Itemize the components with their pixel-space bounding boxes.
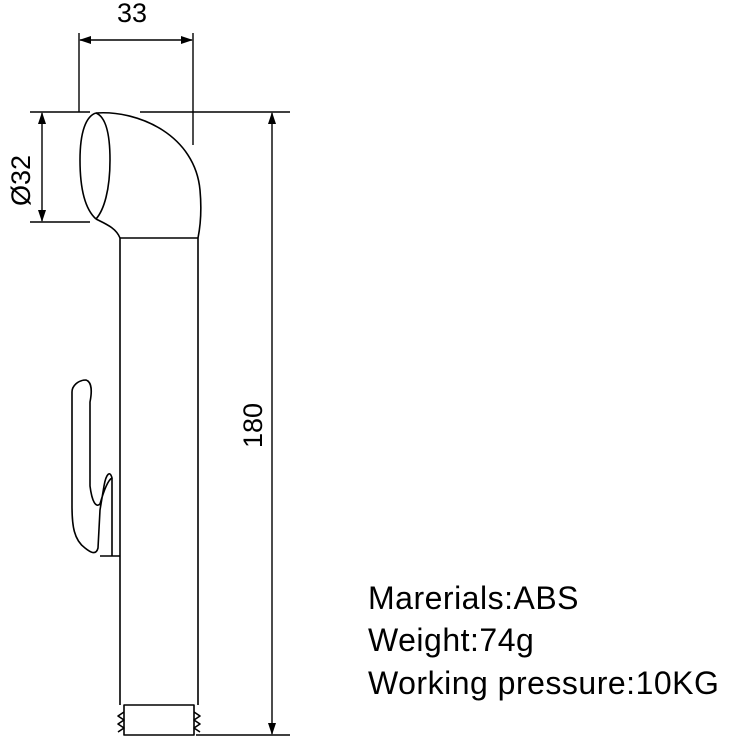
sprayer-head-face	[95, 112, 111, 220]
dimension-diameter-label: Ø32	[6, 155, 36, 206]
sprayer-thread-right	[193, 711, 201, 733]
spec-material: Marerials:ABS	[368, 580, 579, 616]
dimension-width-label: 33	[117, 0, 147, 28]
dimension-length	[140, 111, 290, 736]
sprayer-head-top	[95, 112, 202, 239]
dimension-diameter	[30, 111, 90, 223]
sprayer-neck	[95, 218, 121, 239]
sprayer-head-outline	[79, 112, 97, 220]
spec-weight: Weight:74g	[368, 622, 535, 658]
sprayer-thread-left	[117, 711, 125, 733]
dimension-width	[78, 33, 194, 145]
sprayer-thread	[123, 704, 195, 736]
sprayer-trigger	[71, 379, 113, 554]
dimension-length-label: 180	[238, 403, 268, 448]
spec-pressure: Working pressure:10KG	[368, 665, 720, 701]
sprayer-body	[71, 112, 202, 736]
